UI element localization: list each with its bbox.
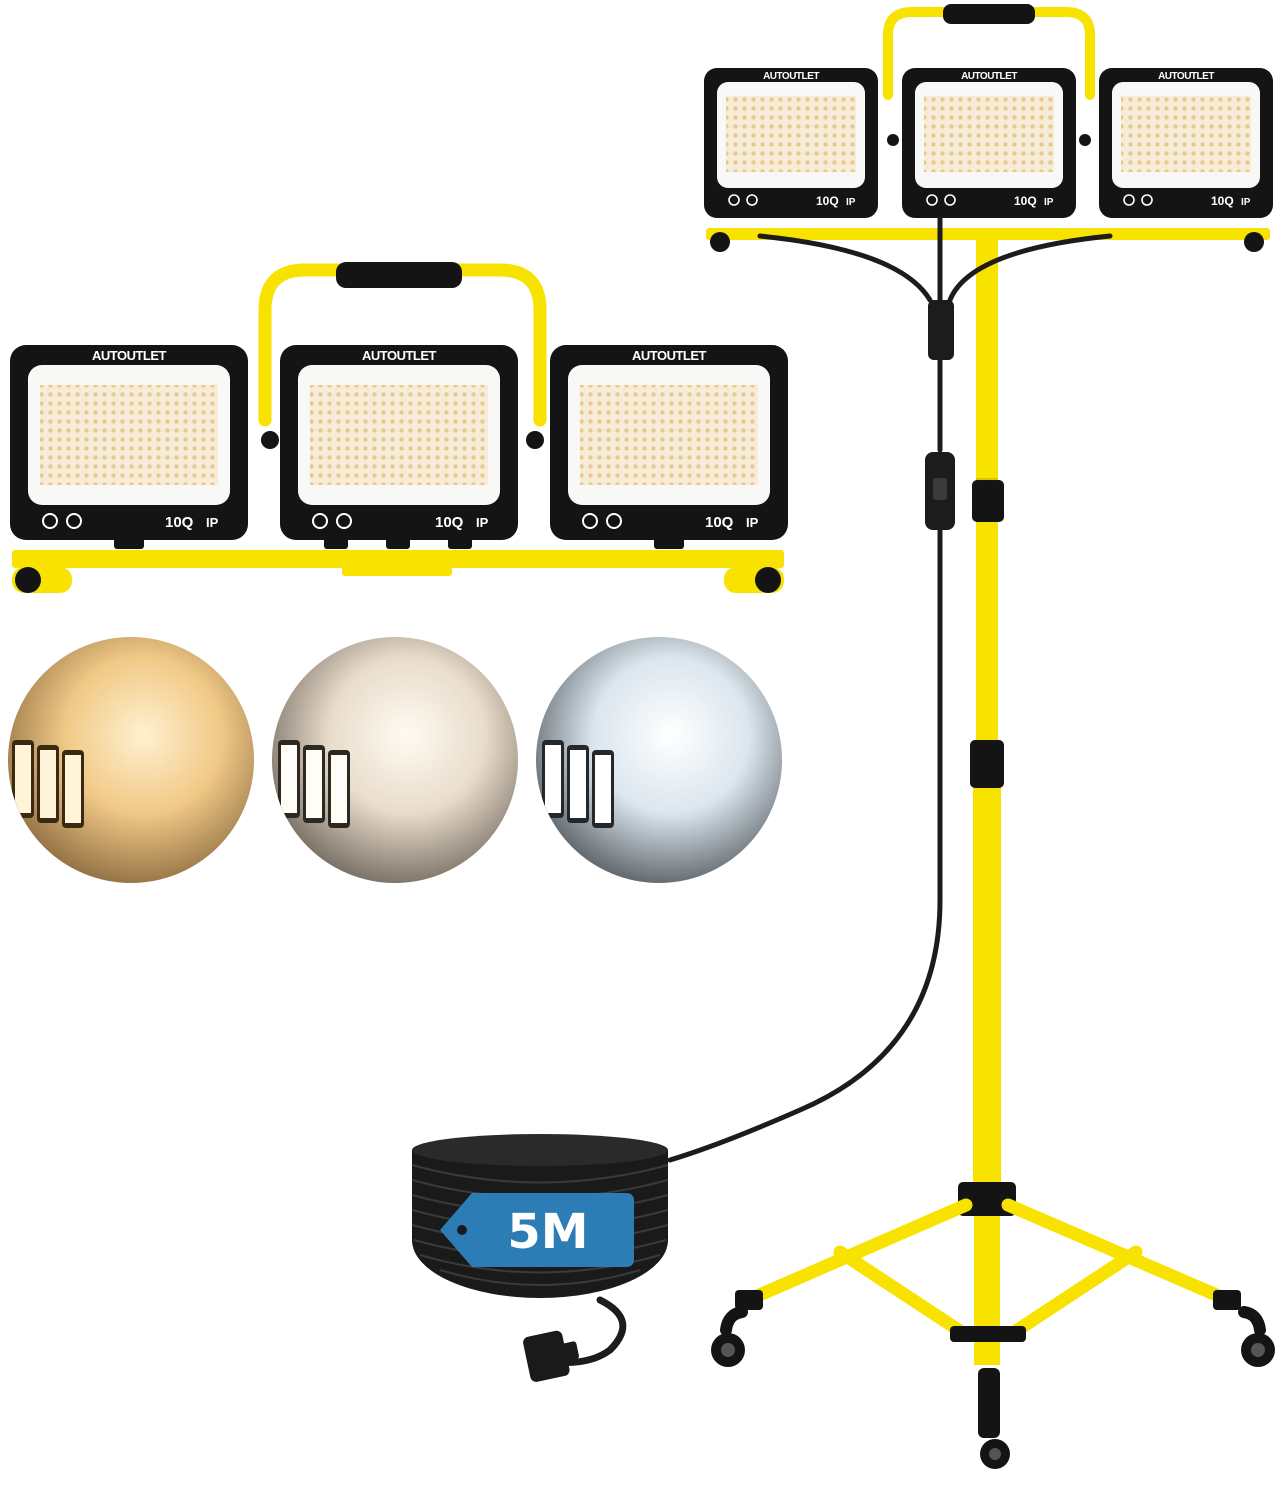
ip-label: IP	[1044, 197, 1054, 208]
stand-light-center: AUTOUTLET 10Q IP	[901, 67, 1077, 219]
ip-label: IP	[846, 197, 856, 208]
crossbar	[706, 228, 1270, 240]
lower-pole	[973, 788, 1001, 1208]
length-tag	[440, 1193, 634, 1267]
ip-label: IP	[206, 515, 219, 530]
brand-label: AUTOUTLET	[1158, 71, 1214, 82]
flood-light-right: AUTOUTLET 10Q IP	[549, 344, 789, 549]
brand-label: AUTOUTLET	[961, 71, 1017, 82]
horizontal-light-assembly: AUTOUTLET 10Q IP AUTOUTLET 10Q IP AUTOUT…	[9, 262, 789, 593]
cool-light-swatch	[536, 637, 782, 883]
power-label: 10Q	[705, 514, 734, 531]
power-label: 10Q	[435, 514, 464, 531]
handle-grip	[336, 262, 462, 288]
cable-length-label: 5M	[507, 1204, 588, 1260]
brand-label: AUTOUTLET	[632, 348, 707, 363]
power-label: 10Q	[816, 194, 839, 208]
caster-front	[980, 1439, 1010, 1469]
coiled-extension-cable: 5M	[411, 1134, 669, 1298]
brand-label: AUTOUTLET	[763, 71, 819, 82]
power-plug	[523, 1330, 579, 1382]
tripod-legs	[741, 1198, 1235, 1342]
caster-right	[1241, 1312, 1275, 1367]
pole-clamp-upper	[970, 740, 1004, 788]
power-label: 10Q	[1211, 194, 1234, 208]
stand-light-right: AUTOUTLET 10Q IP	[1098, 67, 1274, 219]
stand-light-left: AUTOUTLET 10Q IP	[703, 67, 879, 219]
brand-label: AUTOUTLET	[92, 348, 167, 363]
caster-left	[711, 1312, 745, 1367]
flood-light-left: AUTOUTLET 10Q IP	[9, 344, 249, 549]
warm-light-swatch	[8, 637, 254, 883]
ip-label: IP	[746, 515, 759, 530]
power-label: 10Q	[1014, 194, 1037, 208]
tripod-stand: AUTOUTLET 10Q IP AUTOUTLET 10Q IP AUTOUT…	[703, 4, 1275, 1469]
power-label: 10Q	[165, 514, 194, 531]
flood-light-center: AUTOUTLET 10Q IP	[279, 344, 519, 549]
switch-toggle[interactable]	[933, 478, 947, 500]
brand-label: AUTOUTLET	[362, 348, 437, 363]
neutral-light-swatch	[272, 637, 518, 883]
ip-label: IP	[476, 515, 489, 530]
ip-label: IP	[1241, 197, 1251, 208]
leg-hub	[958, 1182, 1016, 1216]
color-mode-swatches	[8, 637, 782, 883]
pole-clamp-middle	[972, 480, 1004, 522]
cable-splitter	[928, 300, 954, 360]
power-cables	[551, 215, 1113, 1366]
